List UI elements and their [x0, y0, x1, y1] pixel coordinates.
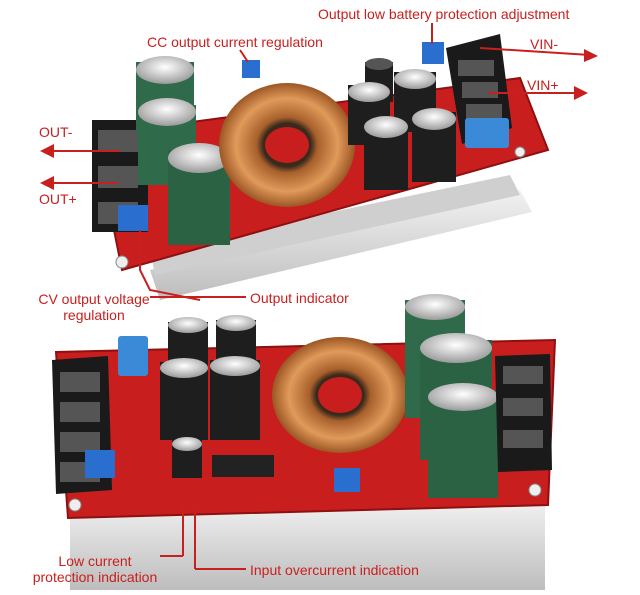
bottom-pot-left	[85, 450, 115, 478]
top-board	[92, 34, 550, 300]
bottom-ic	[212, 455, 274, 477]
out-minus-arrow-icon	[40, 144, 54, 158]
label-input-overcurrent: Input overcurrent indication	[250, 562, 419, 578]
bottom-output-terminal	[495, 354, 552, 472]
out-plus-arrow-icon	[40, 176, 54, 190]
top-black-capacitors	[348, 58, 456, 190]
vin-minus-arrow-icon	[584, 49, 598, 62]
label-cc-output-current: CC output current regulation	[147, 34, 323, 50]
label-vin-plus: VIN+	[527, 77, 559, 93]
top-pot-battery	[422, 42, 444, 64]
bottom-green-capacitors	[405, 294, 498, 498]
annotation-lines	[50, 23, 591, 570]
label-output-indicator: Output indicator	[250, 290, 349, 306]
vin-plus-arrow-icon	[574, 86, 588, 100]
top-heatsink	[150, 190, 532, 300]
label-cv-output-voltage: CV output voltage regulation	[30, 291, 158, 323]
bottom-board	[52, 294, 557, 590]
top-fuse	[465, 118, 509, 148]
label-out-minus: OUT-	[39, 124, 73, 140]
label-low-current: Low current protection indication	[22, 553, 168, 585]
bottom-black-capacitors	[160, 315, 260, 478]
top-input-terminal	[446, 34, 512, 144]
bottom-fuse	[118, 336, 148, 376]
arrow-heads	[40, 49, 598, 190]
label-low-current-line2: protection indication	[32, 569, 158, 585]
top-pot-cc	[242, 60, 260, 78]
label-cv-line1: CV output voltage	[38, 291, 150, 307]
top-pot-cv	[118, 205, 148, 231]
label-vin-minus: VIN-	[530, 36, 558, 52]
top-green-capacitors	[136, 56, 230, 245]
label-output-low-battery: Output low battery protection adjustment	[318, 6, 570, 22]
bottom-heatsink	[70, 500, 545, 590]
label-out-plus: OUT+	[39, 191, 77, 207]
top-inductor	[219, 83, 355, 207]
label-cv-line2: regulation	[63, 307, 125, 323]
bottom-inductor	[272, 337, 408, 453]
label-low-current-line1: Low current	[58, 553, 132, 569]
bottom-pot-right	[334, 468, 360, 492]
